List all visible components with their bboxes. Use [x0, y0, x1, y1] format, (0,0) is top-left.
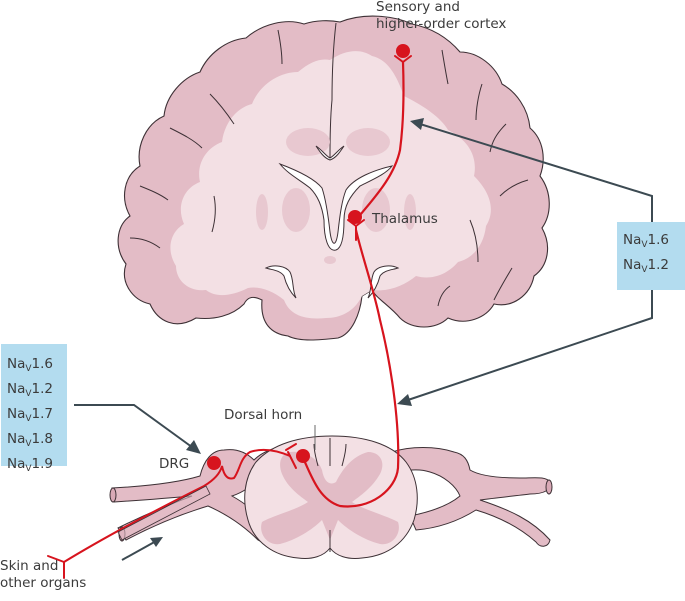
channel-subscript: V — [641, 265, 648, 275]
cortex-label: Sensory and higher-order cortex — [376, 0, 506, 33]
thalamus-neuron — [348, 210, 362, 224]
free-nerve-ending — [47, 555, 65, 579]
sodium-channel-item: NaV1.2 — [623, 255, 679, 280]
spinal-cord-section — [109, 435, 553, 559]
brain-white-matter — [170, 51, 491, 319]
channel-prefix: Na — [7, 456, 26, 472]
arrowhead — [186, 440, 201, 454]
peripheral-axon — [63, 448, 291, 563]
channel-number: 1.9 — [31, 456, 54, 472]
drg-label: DRG — [159, 456, 190, 472]
sodium-channel-item: NaV1.7 — [7, 404, 61, 429]
channel-prefix: Na — [7, 356, 26, 372]
temporal-horn-left — [264, 265, 297, 299]
channel-prefix: Na — [7, 406, 26, 422]
channel-subscript: V — [25, 389, 32, 399]
arrowhead — [410, 118, 424, 130]
skin-label-line2: other organs — [0, 575, 87, 591]
brain — [117, 15, 550, 341]
central-bracket-arrow-up — [419, 123, 653, 222]
arrowhead — [397, 394, 412, 406]
channel-prefix: Na — [623, 257, 642, 273]
pain-pathway — [47, 55, 412, 579]
sodium-channel-item: NaV1.9 — [7, 454, 61, 479]
channel-subscript: V — [25, 439, 32, 449]
skin-label: Skin and other organs — [0, 558, 86, 592]
sodium-channel-item: NaV1.6 — [623, 230, 679, 255]
channel-subscript: V — [25, 414, 32, 424]
sodium-channel-item: NaV1.2 — [7, 379, 61, 404]
central-bracket-arrow-down — [401, 290, 653, 403]
third-ventricle — [315, 145, 345, 161]
cortex-label-line2: higher-order cortex — [376, 16, 507, 32]
thalamus-label: Thalamus — [372, 211, 438, 227]
peripheral-box-arrow — [74, 404, 197, 451]
nerve-cut-end-right — [545, 479, 553, 495]
cortex-dendrite — [394, 55, 412, 63]
lateral-ventricles — [278, 162, 394, 251]
brain-midline-fissure — [329, 22, 337, 159]
skin-label-line1: Skin and — [0, 558, 59, 574]
conduction-direction-arrow — [121, 539, 159, 561]
channel-subscript: V — [25, 464, 32, 474]
arrowheads — [150, 118, 424, 547]
dorsal-median-sulcus — [313, 438, 347, 467]
channel-prefix: Na — [623, 232, 642, 248]
sodium-channel-item: NaV1.8 — [7, 429, 61, 454]
channel-number: 1.7 — [31, 406, 54, 422]
channel-prefix: Na — [7, 381, 26, 397]
brain-sulci — [129, 29, 529, 307]
nerve-cut-end-left — [109, 487, 117, 503]
nerve-sheath — [117, 485, 211, 541]
cortex-label-line1: Sensory and — [376, 0, 460, 15]
channel-number: 1.2 — [647, 257, 670, 273]
central-terminal — [285, 443, 297, 469]
channel-prefix: Na — [7, 431, 26, 447]
spinal-grey-matter — [261, 451, 399, 545]
temporal-horn-right — [367, 265, 400, 299]
thalamocortical-tract — [354, 60, 405, 222]
channel-number: 1.2 — [31, 381, 54, 397]
arrows — [74, 123, 653, 561]
channel-number: 1.6 — [31, 356, 54, 372]
cortex-neuron — [396, 44, 410, 58]
channel-number: 1.8 — [31, 431, 54, 447]
channel-subscript: V — [25, 364, 32, 374]
arrowhead — [150, 537, 163, 547]
right-spinal-nerve — [391, 447, 551, 547]
channel-subscript: V — [641, 240, 648, 250]
drg-neuron — [207, 456, 221, 470]
dorsal-horn-label: Dorsal horn — [224, 407, 303, 423]
spinothalamic-tract — [302, 228, 400, 508]
dorsal-horn-neuron — [296, 449, 310, 463]
channel-number: 1.6 — [647, 232, 670, 248]
neuron-somata — [207, 44, 410, 470]
sodium-channel-item: NaV1.6 — [7, 354, 61, 379]
